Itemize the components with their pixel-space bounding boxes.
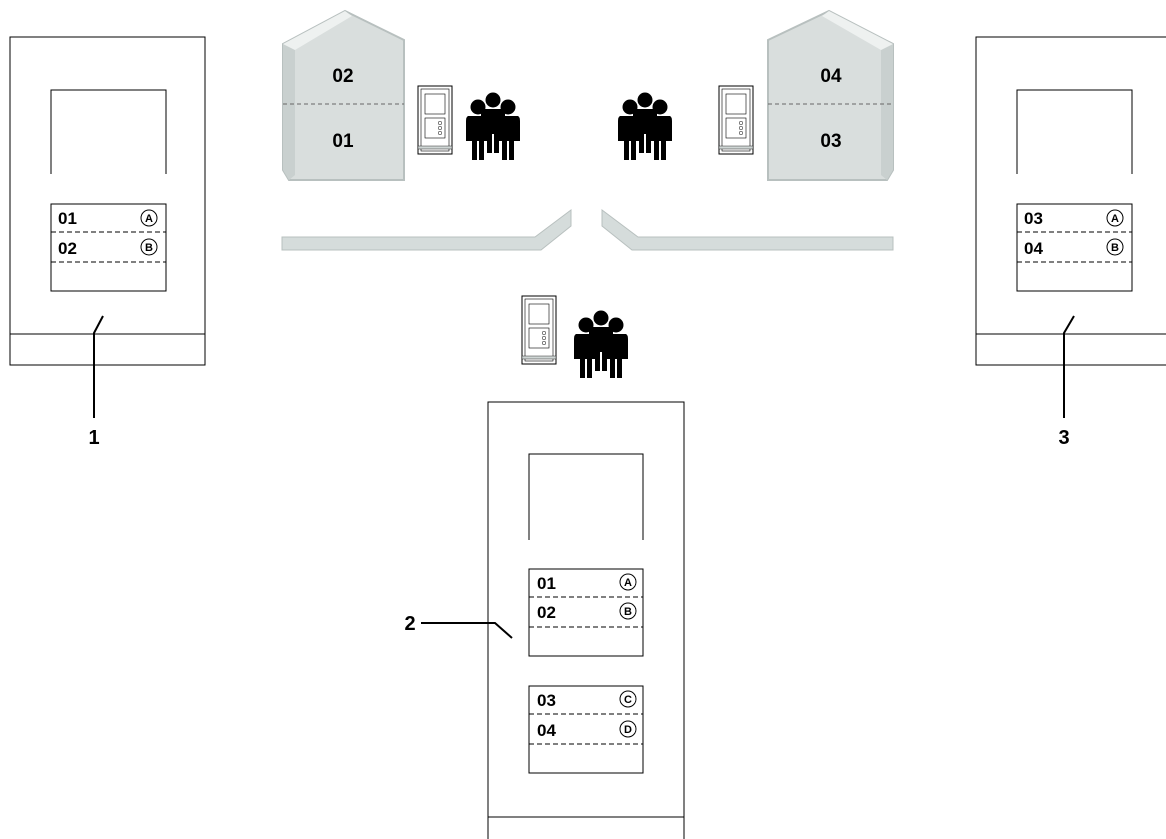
people-icon <box>574 311 628 379</box>
call-button-c-icon <box>619 690 637 708</box>
panel-3-camera-frame <box>1016 89 1133 174</box>
panel-1-row-2-number: 02 <box>58 239 77 258</box>
panel-1-row-1-button: A <box>145 213 153 225</box>
panel-2-row-3-button: C <box>624 694 632 706</box>
panel-2-name-plate-2 <box>528 685 644 774</box>
panel-3-row-1-button: A <box>1111 213 1119 225</box>
panel-3-body <box>975 36 1166 366</box>
people-icon <box>466 93 520 161</box>
house-right-upper-label: 04 <box>820 66 842 87</box>
pathway-left <box>281 209 572 251</box>
panel-1-row-2-button: B <box>145 242 153 254</box>
house-right-roof <box>822 11 893 50</box>
panel-2-row-3-number: 03 <box>537 691 556 710</box>
panel-2-row-2-number: 02 <box>537 603 556 622</box>
panel-2-row-4-button: D <box>624 724 632 736</box>
panel-3-name-plate <box>1016 203 1133 292</box>
house-right: 04 03 <box>767 9 894 181</box>
call-button-a-icon <box>619 573 637 591</box>
call-button-a-icon <box>1106 209 1124 227</box>
panel-2-row-2-button: B <box>624 606 632 618</box>
house-left-side <box>283 44 295 180</box>
panel-2-row-1-button: A <box>624 577 632 589</box>
panel-3-row-2-number: 04 <box>1024 239 1043 258</box>
house-left-roof <box>283 11 352 50</box>
panel-3-row-2-button: B <box>1111 242 1119 254</box>
panel-2-row-1-number: 01 <box>537 574 556 593</box>
panel-1-callout-label: 1 <box>88 427 99 449</box>
house-right-side <box>881 44 893 180</box>
panel-2-callout-line <box>421 622 513 639</box>
panel-1-body <box>9 36 206 366</box>
house-left: 02 01 <box>282 9 405 181</box>
call-button-b-icon <box>1106 238 1124 256</box>
panel-3-callout-line <box>1063 315 1075 418</box>
panel-1: 01 A 02 B 1 <box>9 36 206 449</box>
people-icon <box>618 93 672 161</box>
pathway-right <box>601 209 894 251</box>
house-left-upper-label: 02 <box>332 66 353 87</box>
house-right-lower-label: 03 <box>820 131 841 152</box>
panel-1-camera-frame <box>50 89 167 174</box>
house-left-lower-label: 01 <box>332 131 354 152</box>
panel-2-camera-frame <box>528 453 644 540</box>
monitor-icon <box>417 85 453 155</box>
call-button-a-icon <box>140 209 158 227</box>
panel-2: 01 A 02 B 03 C 04 D 2 <box>404 401 685 839</box>
panel-3: 03 A 04 B 3 <box>975 36 1166 449</box>
panel-1-callout-line <box>93 315 104 418</box>
monitor-icon <box>521 295 557 365</box>
call-button-d-icon <box>619 720 637 738</box>
panel-1-name-plate <box>50 203 167 292</box>
monitor-icon <box>718 85 754 155</box>
panel-1-row-1-number: 01 <box>58 209 77 228</box>
panel-2-name-plate-1 <box>528 568 644 657</box>
panel-2-row-4-number: 04 <box>537 721 556 740</box>
panel-3-row-1-number: 03 <box>1024 209 1043 228</box>
panel-3-callout-label: 3 <box>1058 427 1069 449</box>
call-button-b-icon <box>619 602 637 620</box>
call-button-b-icon <box>140 238 158 256</box>
panel-2-callout-label: 2 <box>404 613 415 635</box>
